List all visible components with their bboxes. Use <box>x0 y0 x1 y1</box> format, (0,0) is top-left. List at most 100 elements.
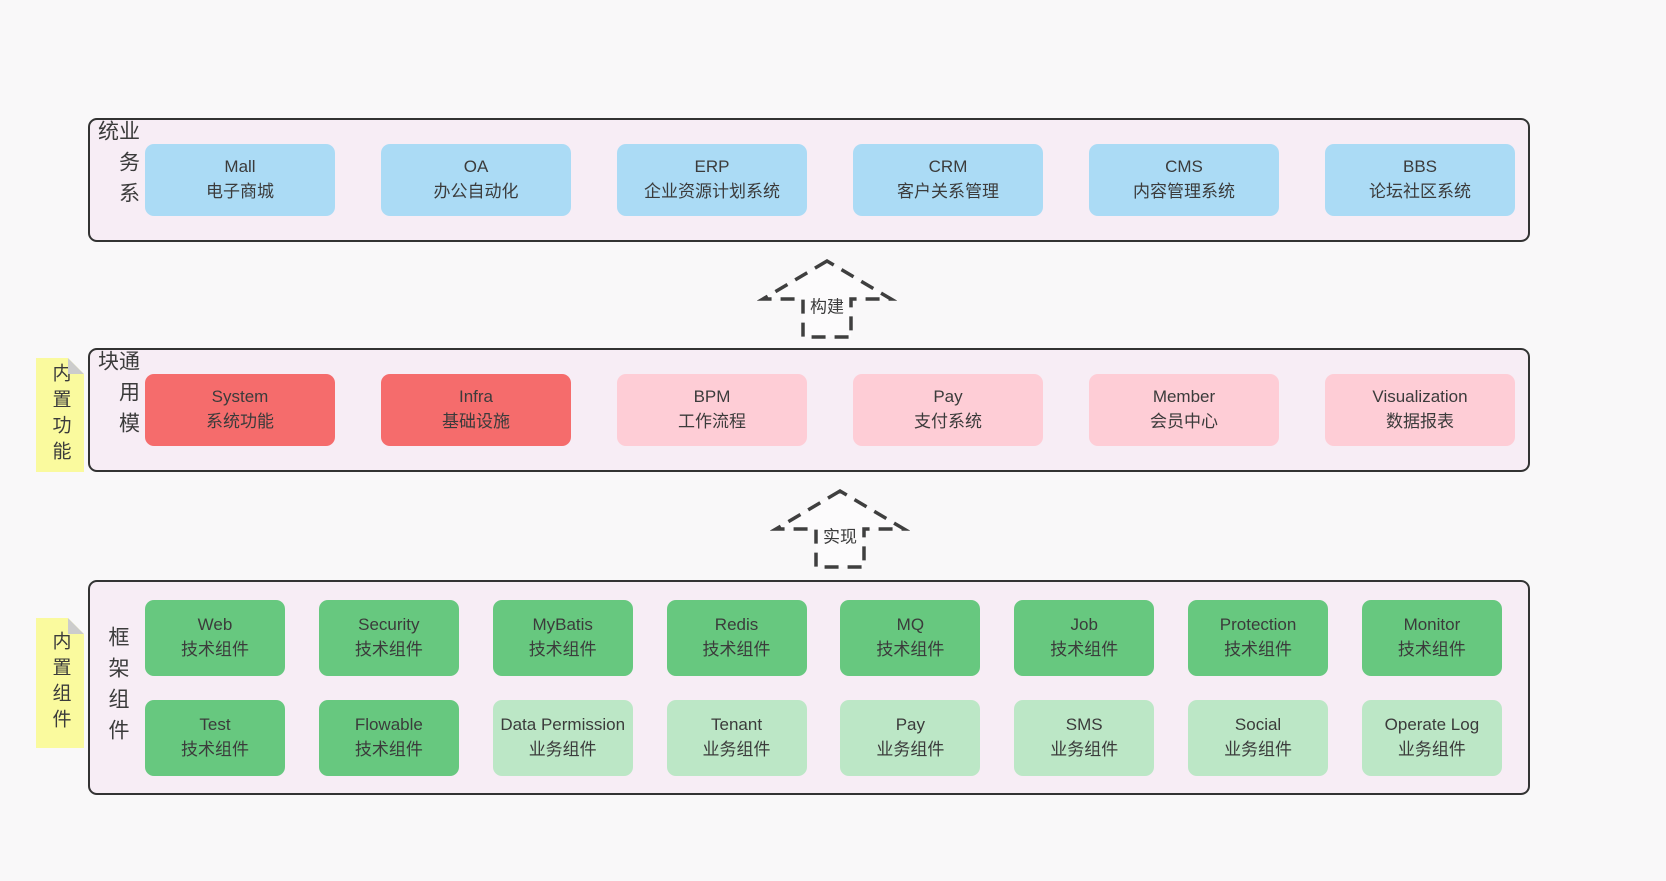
box-subtitle: 内容管理系统 <box>1133 182 1235 201</box>
band-business-rows: Mall 电子商城 OA 办公自动化 ERP 企业资源计划系统 CRM 客户关系… <box>145 144 1528 216</box>
diagram-box-system: System 系统功能 <box>145 374 335 446</box>
box-subtitle: 技术组件 <box>1224 639 1293 659</box>
box-subtitle: 技术组件 <box>354 639 423 659</box>
diagram-box-job: Job 技术组件 <box>1014 599 1155 676</box>
box-name: BPM <box>693 387 731 407</box>
band-business-row: Mall 电子商城 OA 办公自动化 ERP 企业资源计划系统 CRM 客户关系… <box>145 144 1515 216</box>
diagram-box-data-permission: Data Permission 业务组件 <box>492 699 633 776</box>
band-label-column: 框架组件 <box>90 582 145 793</box>
box-name: Member <box>1152 387 1216 407</box>
band-modules-label: 通用模块 <box>95 350 140 443</box>
box-subtitle: 会员中心 <box>1150 412 1218 431</box>
diagram-box-infra: Infra 基础设施 <box>381 374 571 446</box>
box-name: Protection <box>1219 614 1297 634</box>
arrow-build-label: 构建 <box>807 292 847 318</box>
folded-corner-icon <box>68 358 84 374</box>
box-subtitle: 工作流程 <box>678 412 746 431</box>
diagram-box-protection: Protection 技术组件 <box>1188 599 1329 676</box>
folded-corner-icon <box>68 618 84 634</box>
diagram-box-tenant: Tenant 业务组件 <box>666 699 807 776</box>
sticky-note-builtin-components: 内置组件 <box>36 618 84 748</box>
box-subtitle: 技术组件 <box>354 739 423 759</box>
diagram-box-crm: CRM 客户关系管理 <box>853 144 1043 216</box>
diagram-box-test: Test 技术组件 <box>145 699 285 776</box>
box-name: System <box>211 387 269 407</box>
diagram-box-cms: CMS 内容管理系统 <box>1089 144 1279 216</box>
box-subtitle: 技术组件 <box>702 639 771 659</box>
band-common-modules: 通用模块 System 系统功能 Infra 基础设施 BPM 工作流程 Pay <box>88 348 1530 472</box>
box-subtitle: 数据报表 <box>1386 412 1454 431</box>
band-label-column: 通用模块 <box>90 350 145 470</box>
box-name: Pay <box>933 387 963 407</box>
diagram-box-monitor: Monitor 技术组件 <box>1361 599 1502 676</box>
box-subtitle: 系统功能 <box>206 412 274 431</box>
box-name: Security <box>358 614 420 634</box>
box-subtitle: 论坛社区系统 <box>1369 182 1471 201</box>
band-label-column: 业务系统 <box>90 120 145 240</box>
box-subtitle: 技术组件 <box>181 739 249 759</box>
box-name: BBS <box>1402 157 1438 177</box>
box-name: Job <box>1070 614 1098 634</box>
band-components-rows: Web 技术组件 Security 技术组件 MyBatis 技术组件 Redi… <box>145 599 1528 776</box>
box-name: Operate Log <box>1384 714 1480 734</box>
diagram-box-mall: Mall 电子商城 <box>145 144 335 216</box>
box-subtitle: 业务组件 <box>702 739 771 759</box>
box-subtitle: 业务组件 <box>1397 739 1466 759</box>
diagram-box-social: Social 业务组件 <box>1188 699 1329 776</box>
band-components-row-1: Web 技术组件 Security 技术组件 MyBatis 技术组件 Redi… <box>145 599 1502 676</box>
box-name: Test <box>199 714 231 734</box>
diagram-box-visualization: Visualization 数据报表 <box>1325 374 1515 446</box>
arrow-implement-label: 实现 <box>820 522 860 548</box>
arrow-implement: 实现 <box>769 486 911 570</box>
box-name: Pay <box>895 714 926 734</box>
box-name: Social <box>1234 714 1282 734</box>
arrow-build: 构建 <box>756 256 898 340</box>
box-name: Monitor <box>1403 614 1461 634</box>
box-name: Infra <box>458 387 494 407</box>
band-modules-row: System 系统功能 Infra 基础设施 BPM 工作流程 Pay 支付系统… <box>145 374 1515 446</box>
box-name: ERP <box>694 157 730 177</box>
box-subtitle: 业务组件 <box>1050 739 1119 759</box>
box-subtitle: 技术组件 <box>1050 639 1119 659</box>
box-subtitle: 技术组件 <box>1397 639 1466 659</box>
diagram-box-bpm: BPM 工作流程 <box>617 374 807 446</box>
box-name: Data Permission <box>500 714 626 734</box>
box-name: Visualization <box>1372 387 1468 407</box>
sticky-note-label: 内置组件 <box>49 631 71 735</box>
diagram-box-sms: SMS 业务组件 <box>1014 699 1155 776</box>
diagram-box-flowable: Flowable 技术组件 <box>318 699 459 776</box>
box-name: MyBatis <box>532 614 593 634</box>
box-subtitle: 业务组件 <box>1224 739 1293 759</box>
box-subtitle: 企业资源计划系统 <box>644 182 780 201</box>
diagram-box-operate-log: Operate Log 业务组件 <box>1361 699 1502 776</box>
box-name: Mall <box>224 157 256 177</box>
box-subtitle: 电子商城 <box>206 182 274 201</box>
band-business-label: 业务系统 <box>95 120 140 213</box>
band-business-systems: 业务系统 Mall 电子商城 OA 办公自动化 ERP 企业资源计划系统 CRM <box>88 118 1530 242</box>
box-name: Flowable <box>354 714 423 734</box>
box-name: MQ <box>896 614 925 634</box>
sticky-note-builtin-functions: 内置功能 <box>36 358 84 472</box>
box-name: CRM <box>928 157 968 177</box>
diagram-box-web: Web 技术组件 <box>145 599 285 676</box>
diagram-box-member: Member 会员中心 <box>1089 374 1279 446</box>
band-components-label: 框架组件 <box>106 625 129 750</box>
band-components-row-2: Test 技术组件 Flowable 技术组件 Data Permission … <box>145 699 1502 776</box>
box-subtitle: 技术组件 <box>528 639 597 659</box>
box-name: SMS <box>1065 714 1103 734</box>
sticky-note-label: 内置功能 <box>49 363 71 467</box>
diagram-box-oa: OA 办公自动化 <box>381 144 571 216</box>
diagram-box-redis: Redis 技术组件 <box>666 599 807 676</box>
box-name: Redis <box>714 614 759 634</box>
band-modules-rows: System 系统功能 Infra 基础设施 BPM 工作流程 Pay 支付系统… <box>145 374 1528 446</box>
box-name: OA <box>463 157 489 177</box>
box-name: CMS <box>1165 157 1203 177</box>
diagram-box-mq: MQ 技术组件 <box>840 599 981 676</box>
box-subtitle: 业务组件 <box>876 739 945 759</box>
band-framework-components: 框架组件 Web 技术组件 Security 技术组件 MyBatis 技术组件… <box>88 580 1530 795</box>
box-subtitle: 客户关系管理 <box>897 182 999 201</box>
box-name: Web <box>197 614 233 634</box>
diagram-box-security: Security 技术组件 <box>318 599 459 676</box>
box-subtitle: 技术组件 <box>876 639 945 659</box>
